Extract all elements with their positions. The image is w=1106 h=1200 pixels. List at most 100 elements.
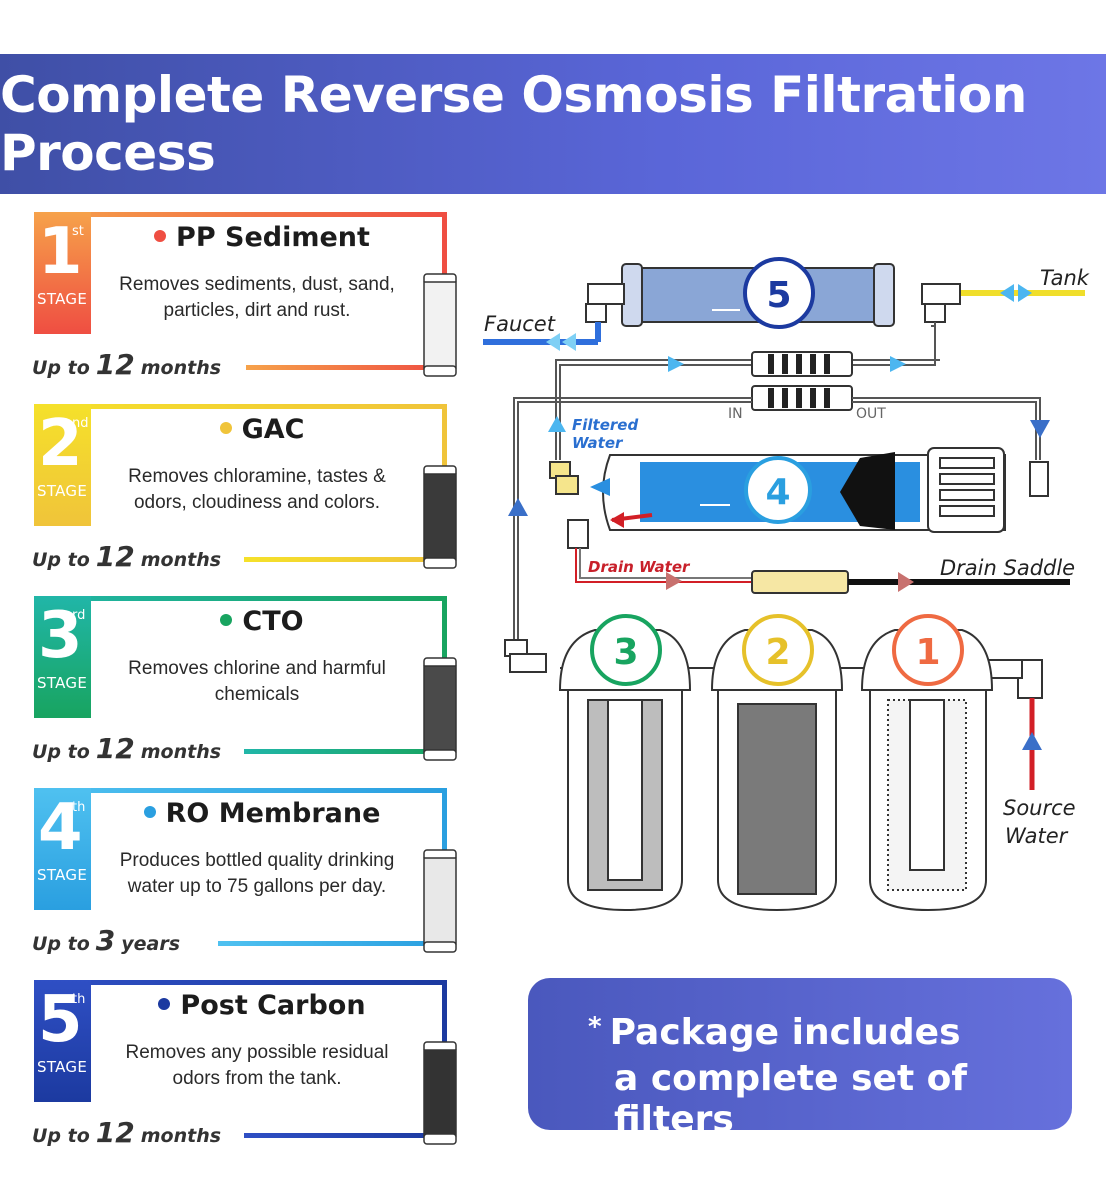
stage-number: 4 bbox=[38, 791, 83, 865]
stage-label: STAGE bbox=[37, 1058, 88, 1076]
tank-label: Tank bbox=[1040, 266, 1090, 290]
stage4-housing: 4 bbox=[590, 447, 1006, 533]
stage-title: PP Sediment bbox=[102, 222, 422, 253]
stage-number-badge: 2 nd STAGE bbox=[34, 404, 91, 526]
stage-description: Removes chloramine, tastes & odors, clou… bbox=[128, 466, 386, 513]
title-banner: Complete Reverse Osmosis Filtration Proc… bbox=[0, 54, 1106, 194]
filter-number-4: 4 bbox=[765, 472, 790, 513]
stage-number: 2 bbox=[38, 407, 83, 481]
stage-name: CTO bbox=[242, 606, 304, 637]
bullet-dot bbox=[220, 613, 233, 626]
stage-label: STAGE bbox=[37, 482, 88, 500]
cartridge-icon bbox=[423, 273, 457, 377]
stage5-housing: 5 bbox=[621, 257, 895, 329]
lifespan-value: 12 bbox=[95, 348, 135, 381]
stage-number-badge: 1 st STAGE bbox=[34, 212, 91, 334]
stage-description: Produces bottled quality drinking water … bbox=[119, 850, 395, 897]
stage-name: PP Sediment bbox=[176, 222, 370, 253]
filter-housings bbox=[504, 629, 1043, 912]
lifespan-unit: months bbox=[140, 1125, 222, 1147]
stage-ordinal: rd bbox=[72, 608, 86, 623]
stage-label: STAGE bbox=[37, 866, 88, 884]
lifespan-unit: months bbox=[140, 741, 222, 763]
stage-name: RO Membrane bbox=[165, 798, 381, 829]
stage-name: Post Carbon bbox=[180, 990, 366, 1021]
stage-card: 5 th STAGE Post Carbon Removes any possi… bbox=[32, 980, 462, 1152]
stage-number: 3 bbox=[38, 599, 83, 673]
stage-frame bbox=[34, 596, 447, 757]
faucet-label: Faucet bbox=[484, 312, 556, 336]
drain-water-label: Drain Water bbox=[588, 558, 691, 576]
stage-label: STAGE bbox=[37, 290, 88, 308]
cartridge-icon bbox=[423, 1041, 457, 1145]
filtered-water-label-2: Water bbox=[572, 434, 624, 452]
stage-name: GAC bbox=[241, 414, 305, 445]
package-line-1: Package includes bbox=[609, 1012, 961, 1053]
up-to-label: Up to bbox=[32, 549, 90, 571]
bullet-dot bbox=[219, 421, 232, 434]
stage-ordinal: th bbox=[72, 992, 86, 1007]
stage-card: 2 nd STAGE GAC Removes chloramine, taste… bbox=[32, 404, 462, 576]
cartridge-icon bbox=[423, 849, 457, 953]
stage-card: 3 rd STAGE CTO Removes chlorine and harm… bbox=[32, 596, 462, 768]
stage-frame bbox=[34, 980, 447, 1141]
stage-ordinal: th bbox=[72, 800, 86, 815]
filter-number-2: 2 bbox=[765, 632, 790, 673]
stage-underline bbox=[246, 365, 444, 370]
stage-card: 4 th STAGE RO Membrane Produces bottled … bbox=[32, 788, 462, 960]
filter-number-5: 5 bbox=[766, 275, 791, 316]
cartridge-icon bbox=[423, 657, 457, 761]
up-to-label: Up to bbox=[32, 1125, 90, 1147]
asterisk: * bbox=[588, 1012, 602, 1042]
lifespan-value: 3 bbox=[95, 924, 116, 957]
stage-description: Removes sediments, dust, sand, particles… bbox=[119, 274, 395, 321]
bullet-dot bbox=[143, 805, 156, 818]
filter-number-3: 3 bbox=[613, 632, 638, 673]
lifespan-value: 12 bbox=[95, 732, 135, 765]
stage-title: RO Membrane bbox=[102, 798, 422, 829]
lifespan-value: 12 bbox=[95, 1116, 135, 1149]
stage-ordinal: st bbox=[72, 224, 84, 239]
source-water-label-2: Water bbox=[1005, 824, 1069, 848]
filter-number-1: 1 bbox=[915, 632, 940, 673]
bullet-dot bbox=[158, 997, 171, 1010]
cartridge-icon bbox=[423, 465, 457, 569]
lifespan-unit: months bbox=[140, 549, 222, 571]
stage-number-badge: 5 th STAGE bbox=[34, 980, 91, 1102]
stage-title: GAC bbox=[102, 414, 422, 445]
page-title: Complete Reverse Osmosis Filtration Proc… bbox=[0, 66, 1027, 182]
stage-underline bbox=[244, 557, 444, 562]
stage-frame bbox=[34, 788, 447, 949]
bullet-dot bbox=[154, 229, 167, 242]
package-line-2: a complete set of filters bbox=[614, 1058, 968, 1140]
stage-frame bbox=[34, 212, 447, 373]
stage-underline bbox=[244, 749, 444, 754]
lifespan-unit: months bbox=[140, 357, 222, 379]
filtered-water-label-1: Filtered bbox=[572, 416, 638, 434]
stage-number-badge: 4 th STAGE bbox=[34, 788, 91, 910]
stage-underline bbox=[244, 1133, 444, 1138]
stage-description: Removes chlorine and harmful chemicals bbox=[128, 658, 386, 705]
up-to-label: Up to bbox=[32, 357, 90, 379]
source-water-label-1: Source bbox=[1003, 796, 1076, 820]
lifespan-unit: years bbox=[121, 933, 181, 955]
stage-title: Post Carbon bbox=[102, 990, 422, 1021]
in-label: IN bbox=[728, 406, 743, 422]
stage-title: CTO bbox=[102, 606, 422, 637]
stage-underline bbox=[218, 941, 444, 946]
up-to-label: Up to bbox=[32, 741, 90, 763]
up-to-label: Up to bbox=[32, 933, 90, 955]
stage-number: 1 bbox=[38, 215, 83, 289]
lifespan-value: 12 bbox=[95, 540, 135, 573]
drain-saddle-label: Drain Saddle bbox=[940, 556, 1075, 580]
stage-ordinal: nd bbox=[72, 416, 89, 431]
stage-description: Removes any possible residual odors from… bbox=[125, 1042, 389, 1089]
stage-number-badge: 3 rd STAGE bbox=[34, 596, 91, 718]
stage-card: 1 st STAGE PP Sediment Removes sediments… bbox=[32, 212, 462, 384]
out-label: OUT bbox=[856, 406, 886, 422]
